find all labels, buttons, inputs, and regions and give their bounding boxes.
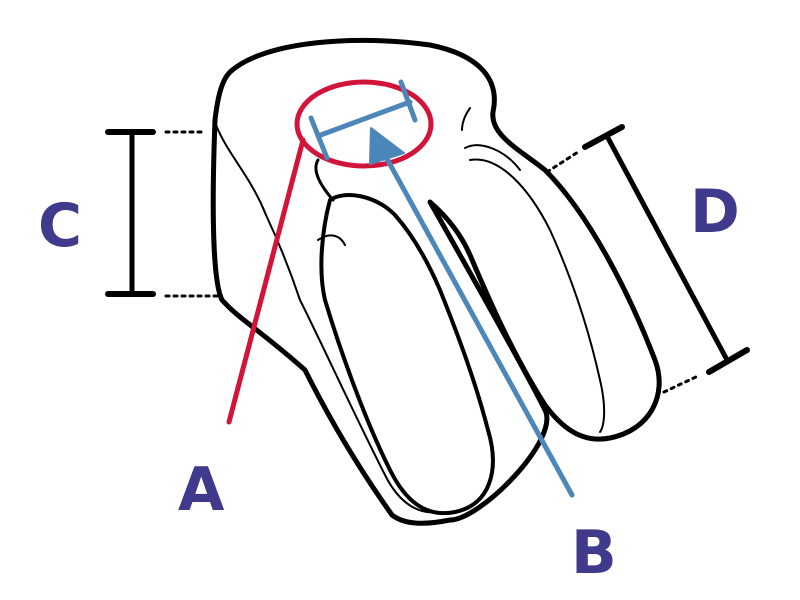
right-arm-inner: [469, 158, 606, 433]
slot-inner-curve-2: [317, 234, 346, 246]
dimension-d-bottom-leader: [662, 373, 702, 394]
dimension-d: [545, 124, 750, 394]
fork-part: [210, 37, 662, 526]
marker-b-leader: [378, 145, 575, 498]
left-edge-curve: [215, 124, 301, 301]
dimension-d-bottom-tick: [706, 347, 750, 375]
label-d: D: [690, 177, 740, 247]
top-shoulder-left: [461, 107, 471, 131]
marker-a: [226, 79, 434, 425]
dimension-d-top-leader: [545, 150, 580, 174]
left-arm-face: [319, 193, 495, 516]
part-outline: [210, 37, 662, 526]
label-b: B: [571, 518, 617, 588]
slot-inner-curve: [314, 158, 335, 202]
marker-a-leader: [226, 137, 306, 425]
dimension-d-line: [605, 135, 729, 361]
dimension-d-top-tick: [582, 124, 625, 150]
label-a: A: [178, 455, 225, 525]
right-arm-face: [464, 144, 521, 171]
dimension-c: [105, 129, 220, 298]
marker-b: [308, 79, 575, 498]
bore-diameter-tick-right: [398, 79, 418, 123]
bore-diameter-line: [315, 99, 413, 139]
left-arm-inner: [299, 299, 441, 514]
marker-b-arrowhead: [369, 127, 405, 165]
label-c: C: [38, 191, 82, 261]
bore-diameter-tick-left: [308, 115, 330, 161]
bore-circle: [294, 79, 434, 169]
